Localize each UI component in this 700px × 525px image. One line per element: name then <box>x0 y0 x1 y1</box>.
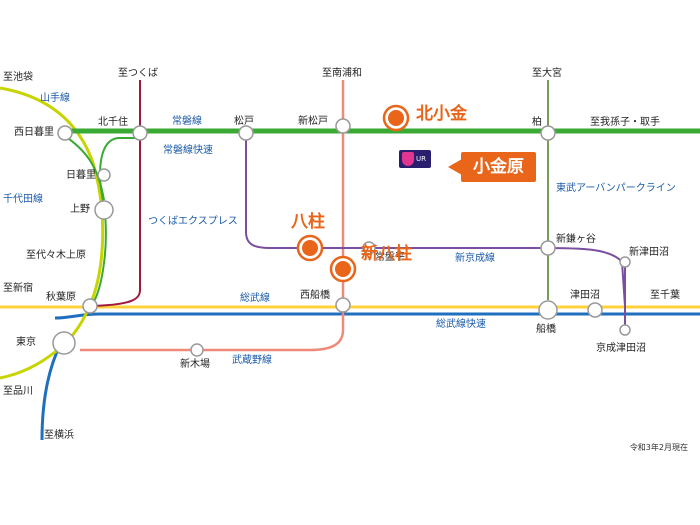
station-funabashi-marker <box>538 300 558 320</box>
station-ueno-marker <box>94 200 114 220</box>
line-joban-rapid-label: 常磐線快速 <box>163 145 213 156</box>
ur-logo: UR <box>399 150 431 168</box>
yamanote-line <box>0 86 105 380</box>
station-keiseitsudanuma-marker <box>619 324 631 336</box>
line-chiyoda-label: 千代田線 <box>3 194 43 205</box>
callout-label: 小金原 <box>473 157 524 177</box>
line-tobu-label: 東武アーバンパークライン <box>556 183 676 194</box>
dir-yoyogi: 至代々木上原 <box>26 250 86 261</box>
station-tokiwadaira-label: 常盤平 <box>375 252 405 263</box>
station-nishifunabashi-label: 西船橋 <box>300 290 330 301</box>
station-nishinippori-label: 西日暮里 <box>14 127 54 138</box>
line-yamanote-label: 山手線 <box>40 93 70 104</box>
station-funabashi-label: 船橋 <box>536 324 556 335</box>
dir-abiko: 至我孫子・取手 <box>590 117 660 128</box>
dir-minamiurawa: 至南浦和 <box>322 68 362 79</box>
ur-logo-text: UR <box>416 155 426 163</box>
callout-box <box>461 152 536 182</box>
dir-ikebukuro: 至池袋 <box>3 72 33 83</box>
highlight-shinyahashira-label: 新八柱 <box>361 244 412 264</box>
tx-line <box>89 80 141 307</box>
station-tokyo-marker <box>52 331 76 355</box>
station-kitakogane-dot <box>388 110 404 126</box>
station-kashiwa-marker <box>540 125 556 141</box>
station-shinkamagaya-label: 新鎌ヶ谷 <box>556 234 596 245</box>
station-kitasenju-label: 北千住 <box>98 117 128 128</box>
station-shinyahashira-dot <box>335 261 351 277</box>
callout-arrow-icon <box>448 159 462 175</box>
line-sobu-rapid-label: 総武線快速 <box>436 319 486 330</box>
station-matsudo-label: 松戸 <box>234 116 254 127</box>
dir-omiya: 至大宮 <box>532 68 562 79</box>
station-tsudanuma-marker <box>587 302 603 318</box>
station-nippori-marker <box>97 168 111 182</box>
station-akihabara-label: 秋葉原 <box>46 292 76 303</box>
station-matsudo-marker <box>238 125 254 141</box>
station-kitasenju-marker <box>132 125 148 141</box>
line-shinkeisei-label: 新京成線 <box>455 253 495 264</box>
station-kashiwa-label: 柏 <box>532 117 542 128</box>
sobu-rapid-line <box>54 312 700 320</box>
dir-shinagawa: 至品川 <box>3 386 33 397</box>
station-tokyo-label: 東京 <box>16 337 36 348</box>
line-tx-label: つくばエクスプレス <box>148 216 238 227</box>
station-nippori-label: 日暮里 <box>66 170 96 181</box>
ur-mark-icon <box>402 152 414 166</box>
dir-tsukuba: 至つくば <box>118 68 158 79</box>
line-musashino-label: 武蔵野線 <box>232 355 272 366</box>
date-note: 令和3年2月現在 <box>629 443 688 452</box>
musashino-line <box>80 80 345 352</box>
highlight-yabashira-label: 八柱 <box>291 212 325 232</box>
station-tsudanuma-label: 津田沼 <box>570 290 600 301</box>
station-yabashira-dot <box>302 240 318 256</box>
station-nishinippori-marker <box>57 125 73 141</box>
station-shintsudanuma-label: 新津田沼 <box>629 247 669 258</box>
station-nishifunabashi-marker <box>335 297 351 313</box>
station-tokiwadaira-marker <box>362 241 376 255</box>
dir-chiba: 至千葉 <box>650 290 680 301</box>
station-shinmatsudo-marker <box>335 118 351 134</box>
line-sobu-label: 総武線 <box>240 293 270 304</box>
station-akihabara-marker <box>82 298 98 314</box>
dir-shinjuku: 至新宿 <box>3 283 33 294</box>
station-shinkiba-marker <box>190 343 204 357</box>
station-shinkamagaya-marker <box>540 240 556 256</box>
highlight-kitakogane-label: 北小金 <box>416 104 467 124</box>
shinkeisei-line <box>245 131 626 307</box>
station-shintsudanuma-marker <box>619 256 631 268</box>
station-keiseitsudanuma-label: 京成津田沼 <box>596 343 646 354</box>
station-shinkiba-label: 新木場 <box>180 359 210 370</box>
station-shinmatsudo-label: 新松戸 <box>298 116 328 127</box>
station-ueno-label: 上野 <box>70 204 90 215</box>
line-joban-label: 常磐線 <box>172 116 202 127</box>
dir-yokohama: 至横浜 <box>44 430 74 441</box>
kogane-callout: 小金原 <box>448 152 536 182</box>
